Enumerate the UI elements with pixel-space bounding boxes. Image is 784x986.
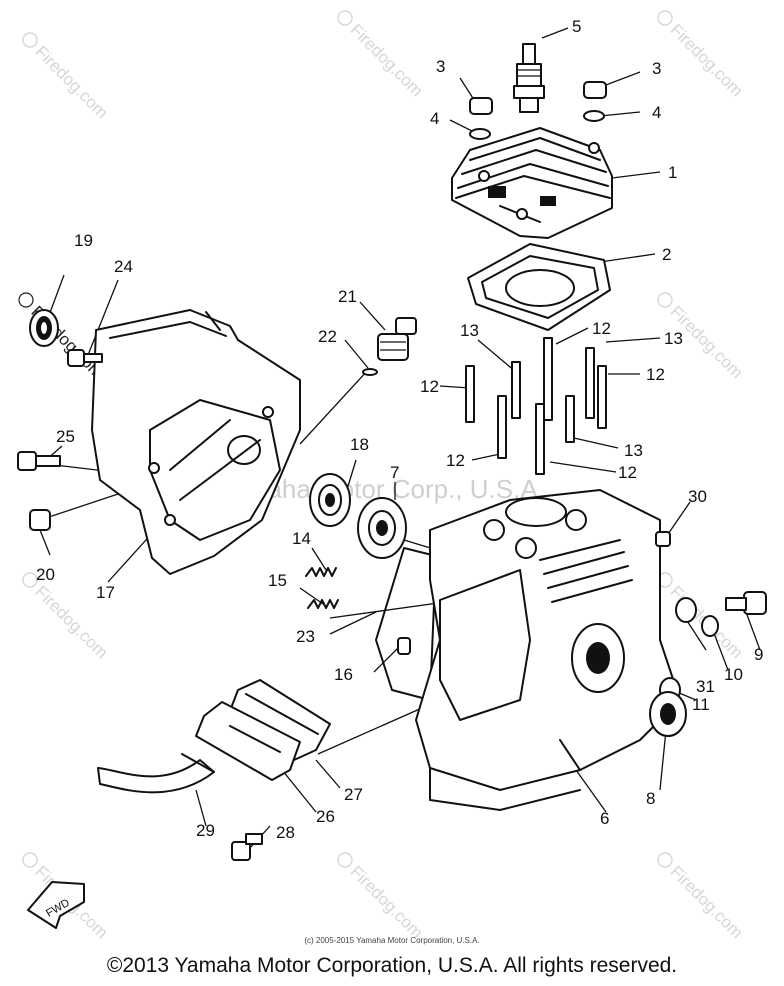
callout-18: 18 [350,435,369,454]
svg-text:Firedog.com: Firedog.com [346,862,426,942]
callout-labels: 5 3 3 4 4 1 2 13 12 13 12 12 13 12 12 19… [36,17,763,842]
callout-9: 9 [754,645,763,664]
part-plug-gasket [362,368,378,376]
callout-15: 15 [268,571,287,590]
callout-28: 28 [276,823,295,842]
part-head-gasket [467,243,611,331]
part-bearing-18 [309,473,351,527]
part-dowel-pin [397,637,411,655]
callout-3-left: 3 [436,57,445,76]
copyright-small: (c) 2005-2015 Yamaha Motor Corporation, … [304,936,480,945]
part-drain-plug [377,317,417,361]
callout-30: 30 [688,487,707,506]
callout-12-a: 12 [592,319,611,338]
part-springs [305,567,339,609]
fwd-arrow: FWD [27,881,85,929]
callout-24: 24 [114,257,133,276]
callout-25: 25 [56,427,75,446]
callout-4-left: 4 [430,109,439,128]
callout-16: 16 [334,665,353,684]
svg-text:Firedog.com: Firedog.com [666,20,746,100]
part-bolt-25 [17,451,61,471]
callout-14: 14 [292,529,311,548]
svg-text:Firedog.com: Firedog.com [346,20,426,100]
callout-26: 26 [316,807,335,826]
svg-text:Firedog.com: Firedog.com [31,42,111,122]
callout-4-right: 4 [652,103,661,122]
callout-17: 17 [96,583,115,602]
callout-23: 23 [296,627,315,646]
callout-7: 7 [390,463,399,482]
callout-27: 27 [344,785,363,804]
part-breather-hose [97,753,215,794]
callout-1: 1 [668,163,677,182]
callout-19: 19 [74,231,93,250]
callout-12-b: 12 [646,365,665,384]
part-nuts-washers [469,81,607,140]
callout-8: 8 [646,789,655,808]
part-crankcase-gasket [375,547,437,701]
callout-11: 11 [692,695,710,714]
part-bolt-28 [231,833,263,861]
part-breather-bolt [655,531,671,547]
part-oil-seal-left [29,309,59,347]
callout-12-d: 12 [446,451,465,470]
callout-22: 22 [318,327,337,346]
callout-31: 31 [696,677,715,696]
callout-12-e: 12 [618,463,637,482]
callout-21: 21 [338,287,357,306]
callout-13-c: 13 [624,441,643,460]
leader-lines [29,27,761,849]
callout-29: 29 [196,821,215,840]
callout-2: 2 [662,245,671,264]
part-bolt-24 [67,349,103,367]
part-spark-plug [513,43,545,113]
part-plug-31 [675,597,697,623]
part-crankcase-cover [91,309,301,575]
part-washer-10 [701,615,719,637]
part-studs [465,337,607,475]
part-breather-cover [195,701,301,781]
svg-text:Firedog.com: Firedog.com [666,862,746,942]
part-oil-seal-8 [649,691,687,737]
callout-13-b: 13 [664,329,683,348]
copyright-notice: ©2013 Yamaha Motor Corporation, U.S.A. A… [106,954,678,977]
part-cylinder-head [451,127,613,239]
callout-5: 5 [572,17,581,36]
callout-10: 10 [724,665,743,684]
callout-13-a: 13 [460,321,479,340]
part-crankcase [415,489,681,811]
callout-12-c: 12 [420,377,439,396]
callout-6: 6 [600,809,609,828]
part-bolt-9 [725,591,767,615]
callout-20: 20 [36,565,55,584]
callout-3-right: 3 [652,59,661,78]
part-nut-20 [29,509,51,531]
part-bearing-7 [357,497,407,559]
